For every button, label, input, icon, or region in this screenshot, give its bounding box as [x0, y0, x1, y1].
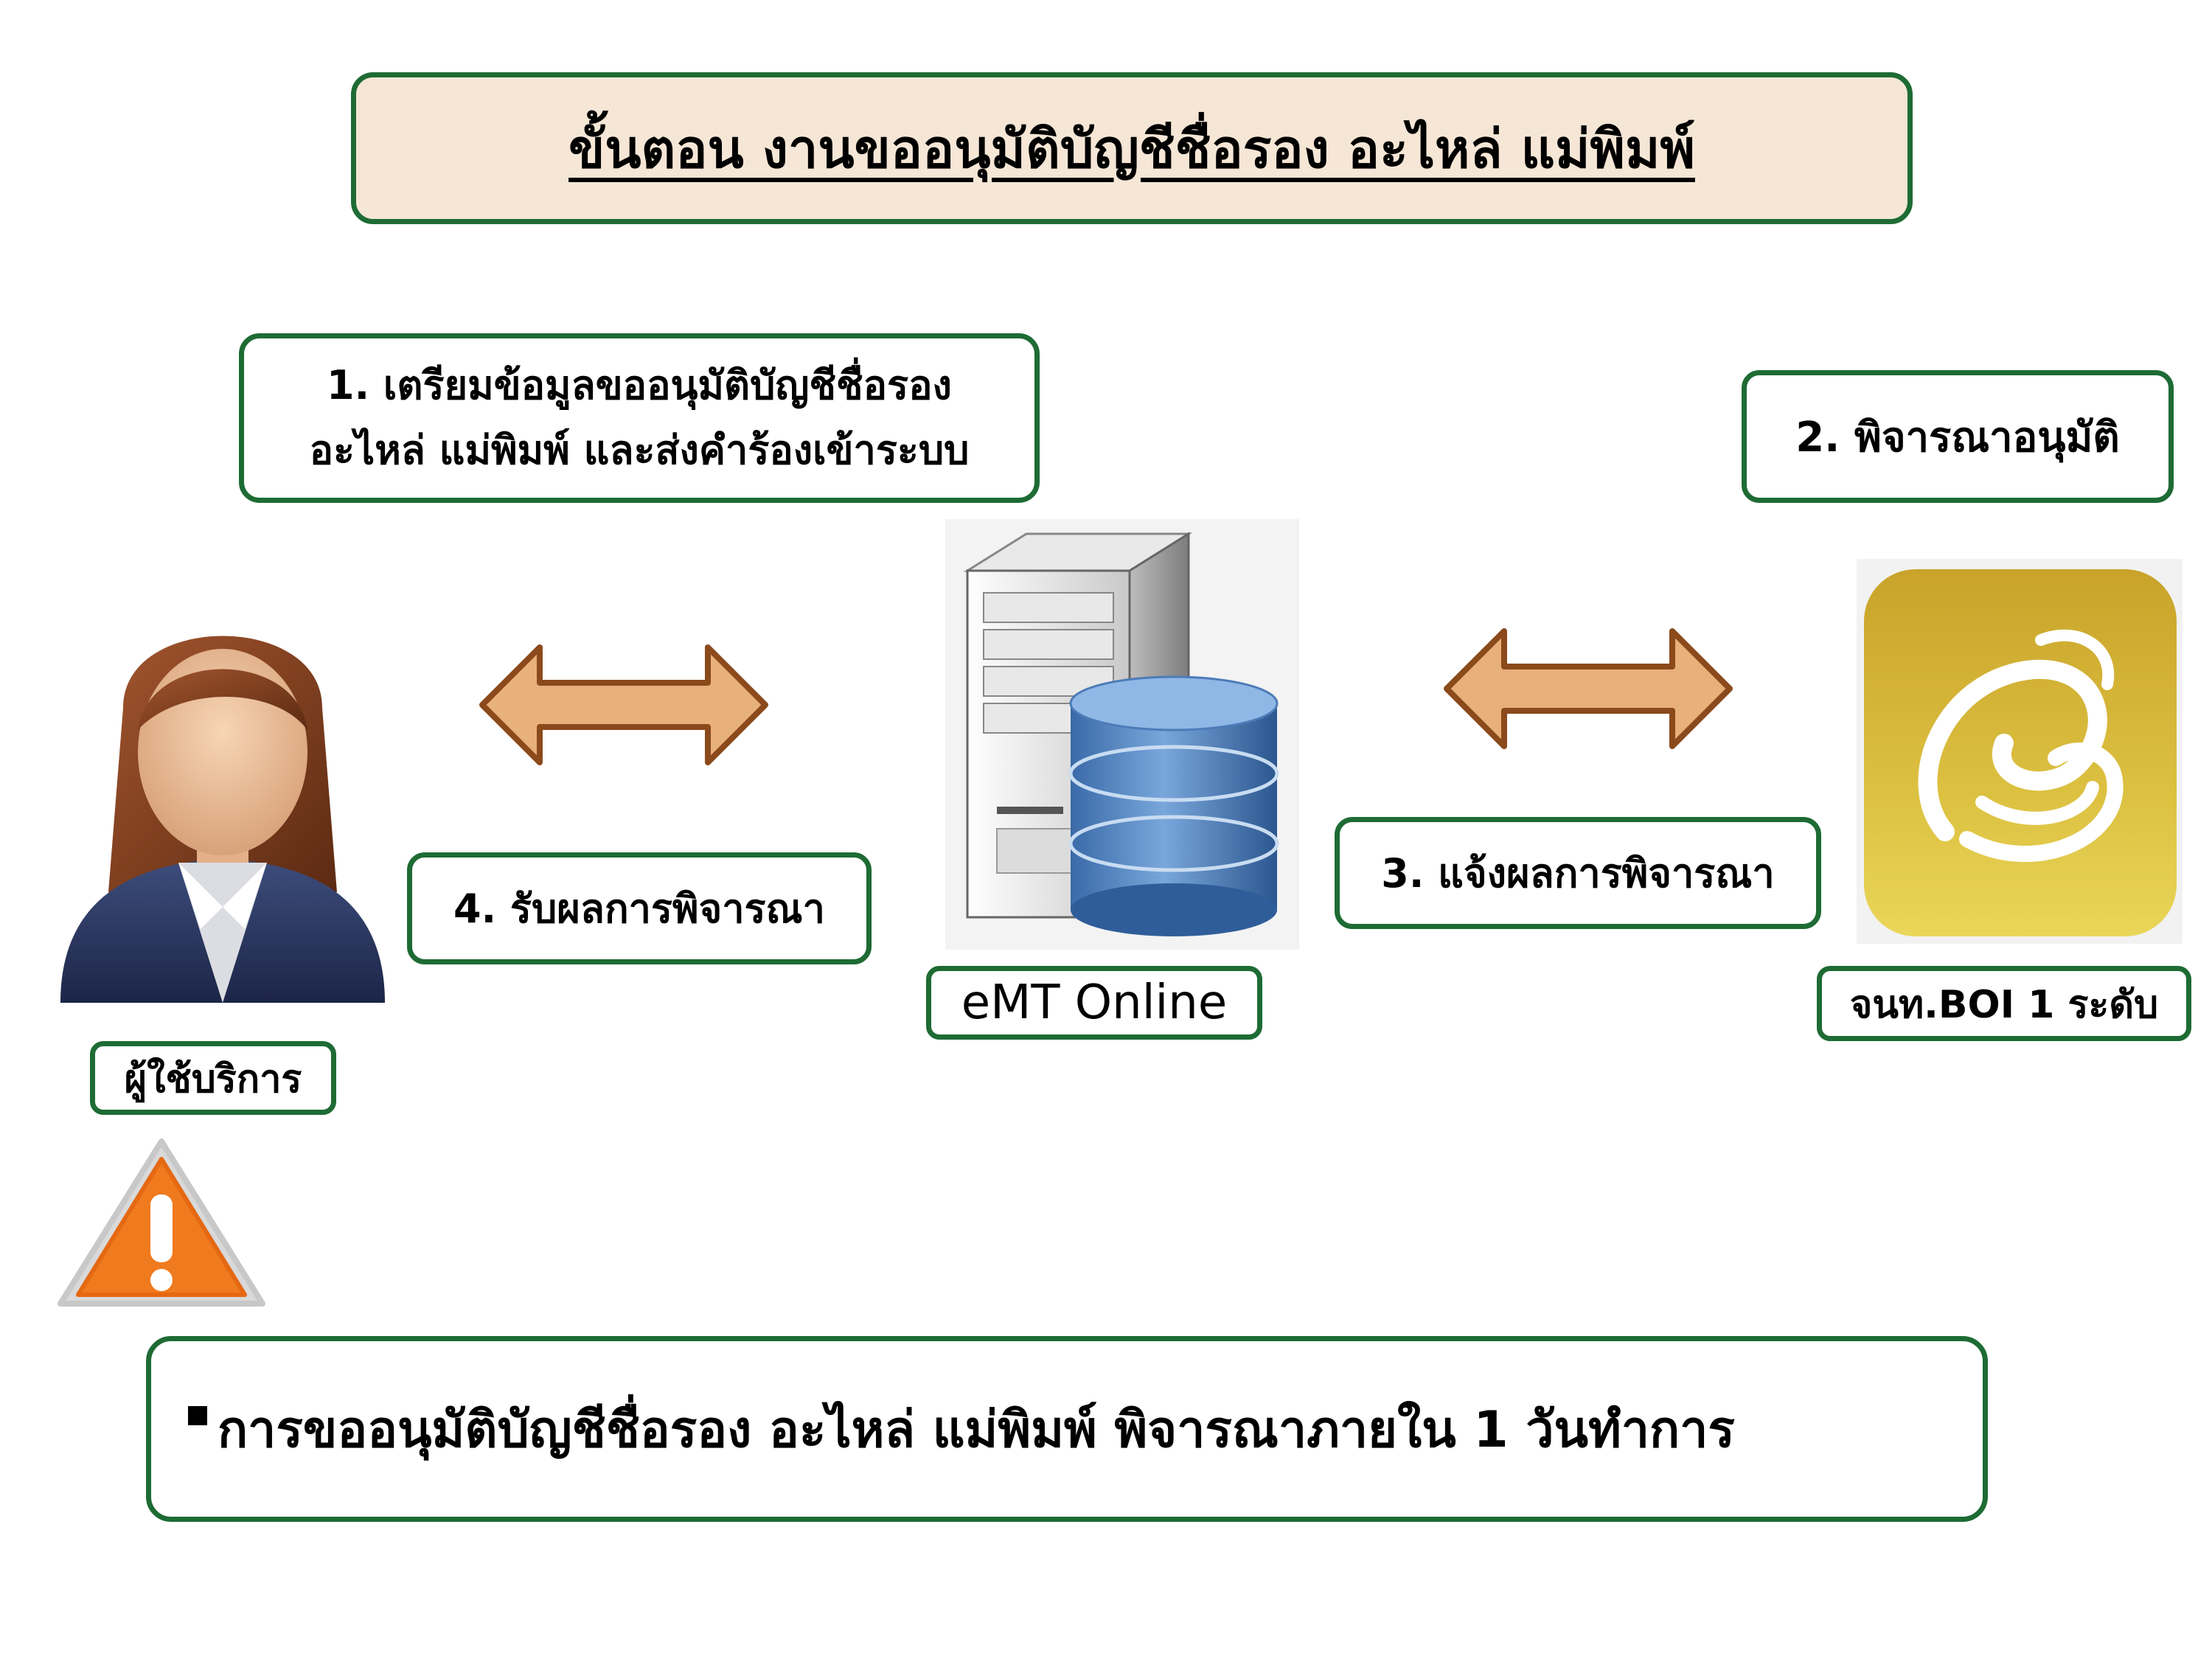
user-avatar-icon: [60, 636, 385, 1003]
server-database-icon: [945, 519, 1299, 950]
step-2-box: 2. พิจารณาอนุมัติ: [1742, 370, 2174, 503]
user-label-box: ผู้ใช้บริการ: [90, 1041, 336, 1115]
note-box: การขออนุมัติบัญชีชื่อรอง อะไหล่ แม่พิมพ์…: [146, 1336, 1988, 1522]
double-arrow-left-icon: [479, 644, 768, 765]
boi-logo-icon: [1857, 559, 2183, 944]
system-label: eMT Online: [961, 975, 1228, 1030]
page-title: ขั้นตอน งานขออนุมัติบัญชีชื่อรอง อะไหล่ …: [568, 117, 1695, 180]
officer-label-box: จนท.BOI 1 ระดับ: [1817, 966, 2191, 1041]
step-2-label: 2. พิจารณาอนุมัติ: [1795, 413, 2120, 462]
bullet-icon: [188, 1406, 207, 1425]
system-label-box: eMT Online: [926, 966, 1262, 1040]
step-1-line-2: อะไหล่ แม่พิมพ์ และส่งคำร้องเข้าระบบ: [309, 427, 970, 473]
step-4-box: 4. รับผลการพิจารณา: [407, 852, 872, 964]
step-1-line-1: 1. เตรียมข้อมูลขออนุมัติบัญชีชื่อรอง: [327, 362, 952, 408]
note-text: การขออนุมัติบัญชีชื่อรอง อะไหล่ แม่พิมพ์…: [218, 1401, 1735, 1459]
step-4-label: 4. รับผลการพิจารณา: [453, 886, 825, 932]
user-label: ผู้ใช้บริการ: [124, 1057, 302, 1102]
double-arrow-right-icon: [1444, 628, 1733, 749]
step-3-label: 3. แจ้งผลการพิจารณา: [1381, 850, 1775, 897]
warning-icon: [58, 1138, 265, 1307]
officer-label: จนท.BOI 1 ระดับ: [1849, 982, 2159, 1027]
step-3-box: 3. แจ้งผลการพิจารณา: [1335, 817, 1821, 929]
step-1-box: 1. เตรียมข้อมูลขออนุมัติบัญชีชื่อรอง อะไ…: [239, 333, 1040, 503]
title-box: ขั้นตอน งานขออนุมัติบัญชีชื่อรอง อะไหล่ …: [351, 72, 1913, 224]
